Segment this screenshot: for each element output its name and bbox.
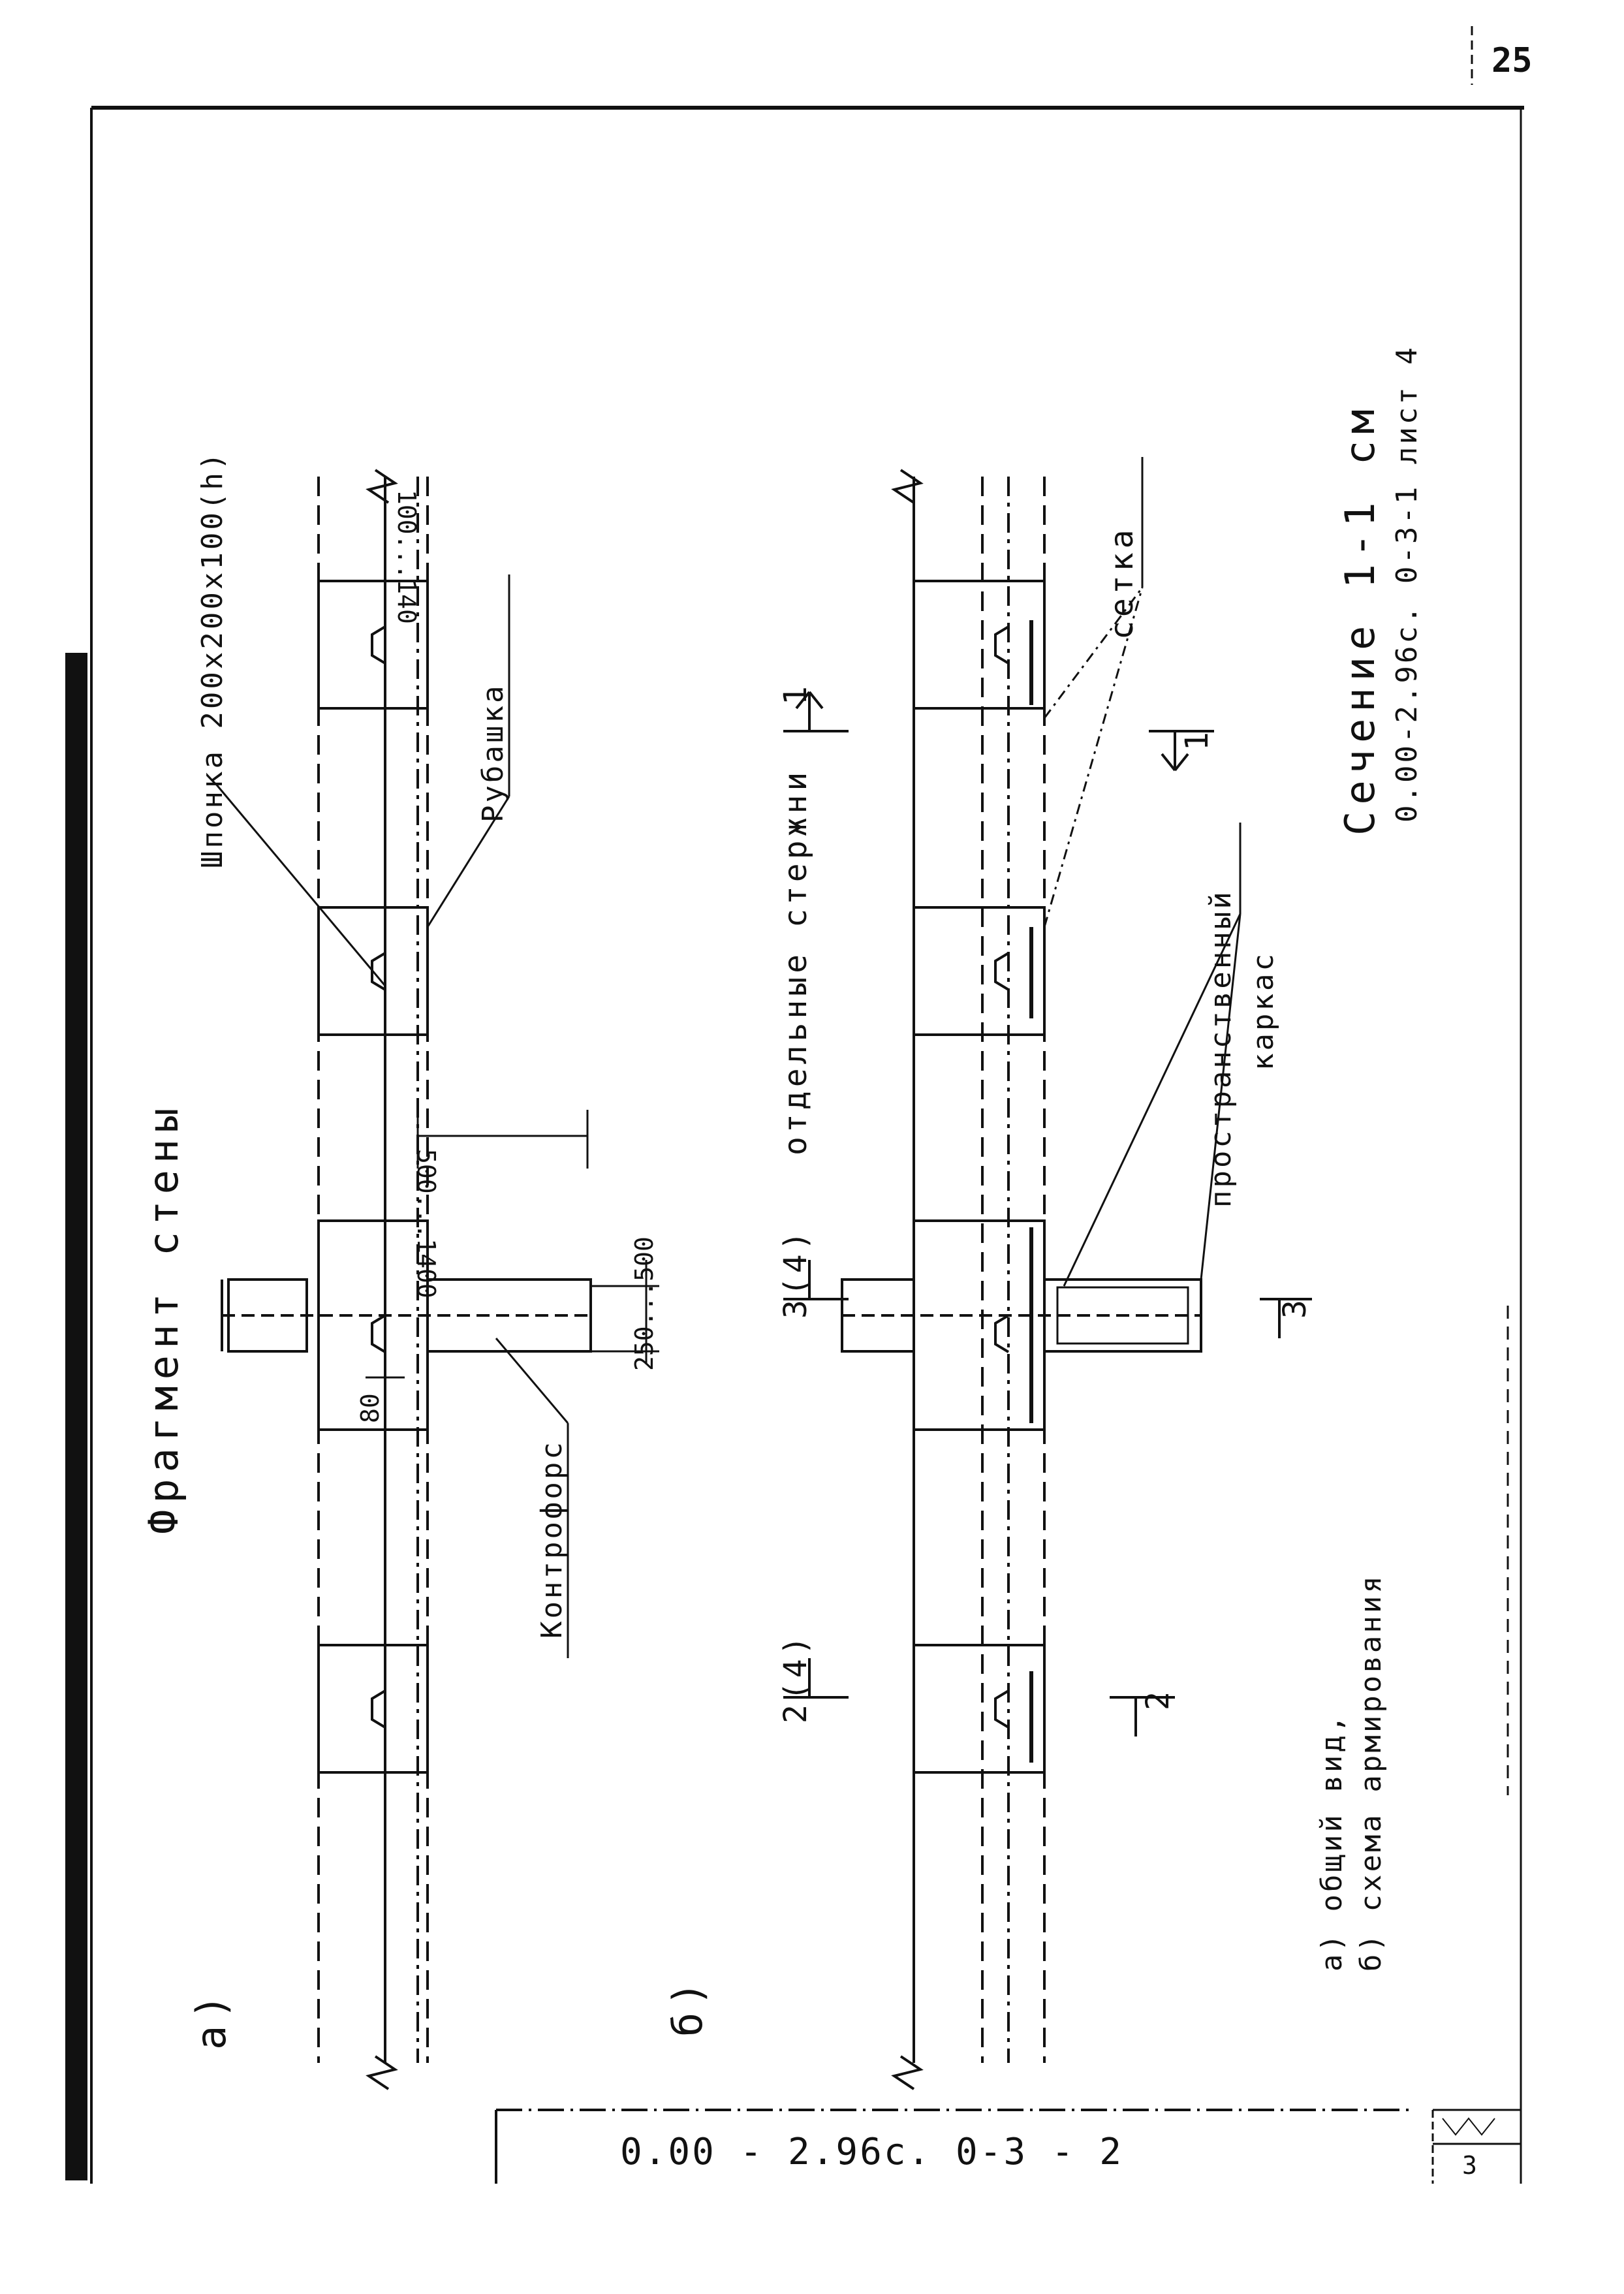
section-reference: 0.00-2.96с. 0-3-1 лист 4	[1390, 345, 1424, 823]
section-title: Сечение 1-1 см	[1336, 403, 1384, 836]
buttress-label: Контрофорс	[535, 1439, 569, 1639]
dim-wall: 100...140	[392, 490, 421, 624]
rods-label: отдельные стержни	[777, 768, 814, 1155]
key-label: Шпонка 200х200х100(h)	[196, 450, 229, 868]
wall-plan-b	[783, 457, 1312, 2090]
cut-2-top: 2(4)	[777, 1632, 814, 1723]
cut-3-bottom: 3	[1277, 1296, 1313, 1319]
cage-label-1: пространственный	[1204, 889, 1238, 1208]
cut-1-bottom: 1	[1179, 728, 1215, 751]
fragment-a: а) Фрагмент стены Шпонка 200х200х100(h) …	[140, 450, 659, 2090]
fragment-a-heading: Фрагмент стены	[140, 1101, 187, 1534]
cut-2-bottom: 2	[1140, 1688, 1176, 1710]
fragment-b: б) отдельные стержни сетка пространствен…	[664, 457, 1313, 2090]
page-number: 25	[1491, 41, 1533, 80]
legend: а) общий вид, б) схема армирования	[1315, 1306, 1509, 1972]
mesh-label: сетка	[1104, 526, 1140, 640]
sheet-frame	[65, 26, 1524, 2184]
shirt-label: Рубашка	[476, 683, 510, 823]
legend-line-b: б) схема армирования	[1354, 1573, 1388, 1972]
legend-line-a: а) общий вид,	[1315, 1713, 1349, 1972]
dim-gap: 80	[356, 1393, 384, 1423]
fragment-b-letter: б)	[664, 1975, 711, 2037]
wall-plan-a	[214, 469, 659, 2090]
cut-1-top: 1	[777, 682, 814, 705]
cut-3-top: 3(4)	[777, 1227, 814, 1319]
footer-code: 0.00 - 2.96с. 0-3 - 2	[620, 2131, 1123, 2173]
section-note: Сечение 1-1 см 0.00-2.96с. 0-3-1 лист 4	[1336, 345, 1424, 836]
dim-buttress: 250...500	[630, 1236, 659, 1371]
dim-pitch: 500...1400	[412, 1149, 441, 1298]
fragment-a-letter: а)	[187, 1988, 235, 2050]
cage-label-2: каркас	[1247, 951, 1280, 1071]
sheet-box-label: 3	[1462, 2151, 1477, 2180]
